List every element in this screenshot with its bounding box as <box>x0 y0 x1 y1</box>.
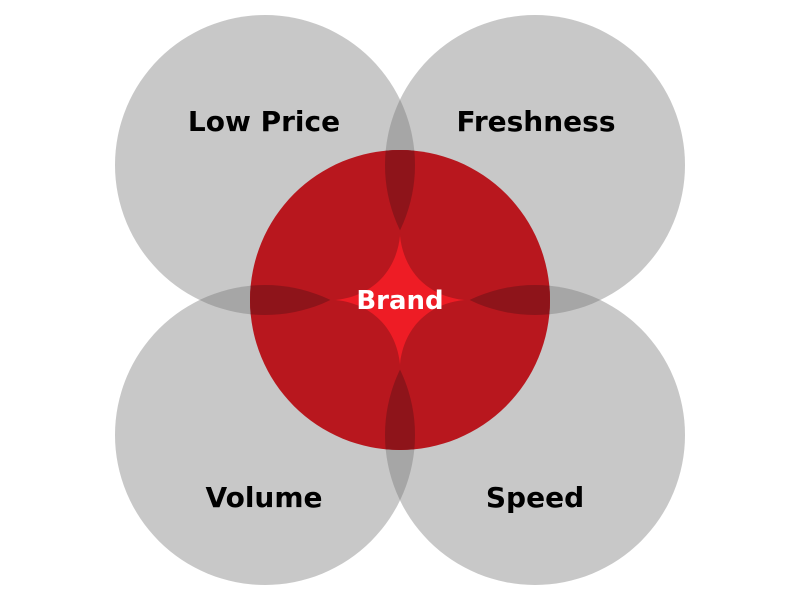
label-low-price: Low Price <box>188 105 340 138</box>
brand-core-fill <box>336 236 464 364</box>
label-brand: Brand <box>356 286 443 316</box>
label-freshness: Freshness <box>457 105 616 138</box>
label-volume: Volume <box>205 481 322 514</box>
label-speed: Speed <box>486 481 584 514</box>
